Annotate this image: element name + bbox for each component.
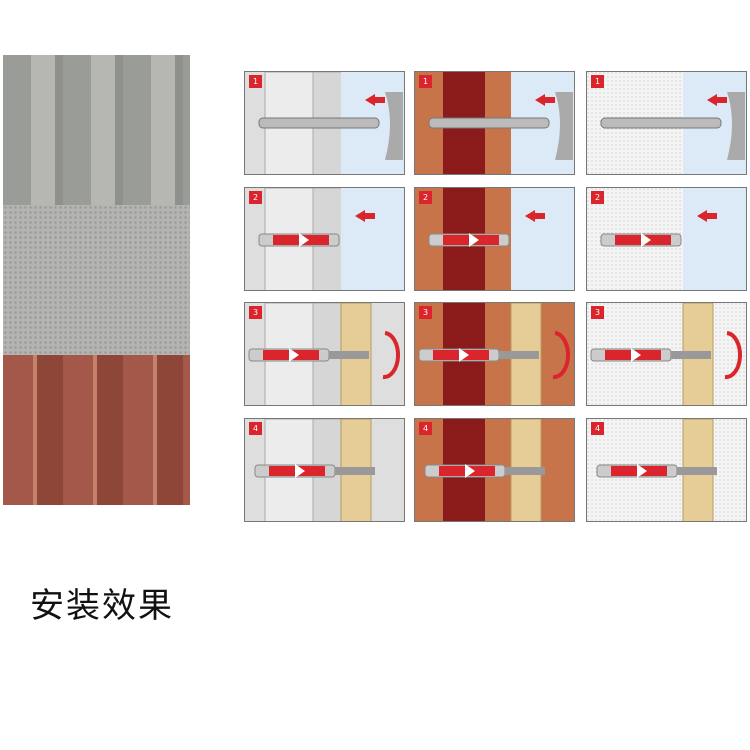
step-number: 3 [419,306,432,319]
step-number: 1 [249,75,262,88]
step-2-concrete-panel: 2 [244,187,405,291]
step-number: 3 [249,306,262,319]
step-number: 2 [419,191,432,204]
photo-aerated [3,205,190,355]
step-number: 2 [249,191,262,204]
step-number: 4 [419,422,432,435]
step-3-concrete-panel: 3 [244,302,405,406]
step-2-aerated-concrete-panel: 2 [586,187,747,291]
step-4-concrete-panel: 4 [244,418,405,522]
step-number: 4 [249,422,262,435]
photo-concrete [3,55,190,205]
step-number: 4 [591,422,604,435]
step-4-brick-panel: 4 [414,418,575,522]
step-number: 1 [419,75,432,88]
step-2-brick-panel: 2 [414,187,575,291]
step-number: 1 [591,75,604,88]
step-number: 2 [591,191,604,204]
caption: 安装效果 [30,586,174,626]
step-1-brick-panel: 1 [414,71,575,175]
step-1-aerated-concrete-panel: 1 [586,71,747,175]
step-4-aerated-concrete-panel: 4 [586,418,747,522]
step-1-concrete-panel: 1 [244,71,405,175]
step-3-aerated-concrete-panel: 3 [586,302,747,406]
step-number: 3 [591,306,604,319]
photo-brick [3,355,190,505]
step-3-brick-panel: 3 [414,302,575,406]
